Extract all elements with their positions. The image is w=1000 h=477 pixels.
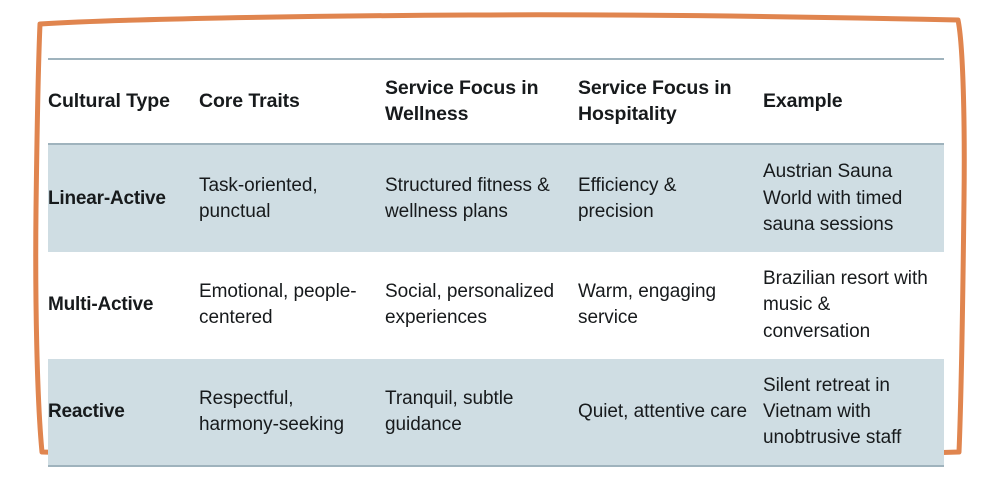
table-row: Reactive Respectful, harmony-seeking Tra… bbox=[48, 358, 944, 468]
table-header: Cultural Type Core Traits Service Focus … bbox=[48, 57, 944, 146]
cultural-types-table: Cultural Type Core Traits Service Focus … bbox=[48, 57, 944, 468]
cell-cultural-type: Multi-Active bbox=[48, 252, 199, 359]
cell-service-focus-hospitality: Quiet, attentive care bbox=[578, 358, 763, 468]
cell-core-traits: Task-oriented, punctual bbox=[199, 144, 385, 253]
cell-service-focus-hospitality: Efficiency & precision bbox=[578, 144, 763, 253]
cell-service-focus-hospitality: Warm, engaging service bbox=[578, 252, 763, 359]
column-header-example: Example bbox=[763, 57, 944, 146]
cell-service-focus-wellness: Social, personalized experiences bbox=[385, 252, 578, 359]
cell-cultural-type: Linear-Active bbox=[48, 144, 199, 253]
column-header-core-traits: Core Traits bbox=[199, 57, 385, 146]
cell-example: Silent retreat in Vietnam with unobtrusi… bbox=[763, 358, 944, 468]
table-row: Multi-Active Emotional, people-centered … bbox=[48, 252, 944, 359]
cell-service-focus-wellness: Tranquil, subtle guidance bbox=[385, 358, 578, 468]
column-header-service-focus-hospitality: Service Focus in Hospitality bbox=[578, 57, 763, 146]
table-row: Linear-Active Task-oriented, punctual St… bbox=[48, 144, 944, 253]
table-header-row: Cultural Type Core Traits Service Focus … bbox=[48, 57, 944, 146]
cell-service-focus-wellness: Structured fitness & wellness plans bbox=[385, 144, 578, 253]
table-body: Linear-Active Task-oriented, punctual St… bbox=[48, 144, 944, 468]
cell-core-traits: Respectful, harmony-seeking bbox=[199, 358, 385, 468]
cell-cultural-type: Reactive bbox=[48, 358, 199, 468]
cell-example: Austrian Sauna World with timed sauna se… bbox=[763, 144, 944, 253]
column-header-cultural-type: Cultural Type bbox=[48, 57, 199, 146]
column-header-service-focus-wellness: Service Focus in Wellness bbox=[385, 57, 578, 146]
cell-example: Brazilian resort with music & conversati… bbox=[763, 252, 944, 359]
cell-core-traits: Emotional, people-centered bbox=[199, 252, 385, 359]
cultural-types-table-region: Cultural Type Core Traits Service Focus … bbox=[48, 57, 944, 468]
